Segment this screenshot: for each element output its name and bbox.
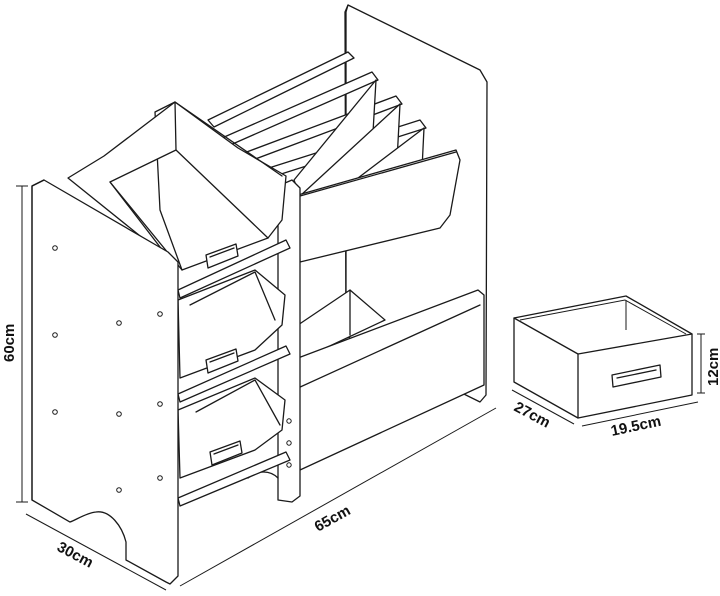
depth-dimension-line <box>25 513 167 591</box>
width-label: 65cm <box>312 502 354 535</box>
bin-height-label: 12cm <box>705 348 720 386</box>
bin-width-dimension-line <box>581 401 699 427</box>
bin-depth-dimension-line <box>511 389 575 425</box>
depth-label: 30cm <box>54 539 96 572</box>
height-label: 60cm <box>1 324 18 362</box>
bin-depth-label: 27cm <box>511 399 553 432</box>
bin-height-dimension-line <box>697 333 705 394</box>
bin-width-label: 19.5cm <box>609 413 662 440</box>
bin-bottom <box>177 377 286 479</box>
bin-middle <box>177 269 286 379</box>
left-side-panel <box>31 179 179 585</box>
width-dimension-line <box>179 407 497 587</box>
fabric-slings <box>293 79 461 263</box>
storage-box <box>513 295 693 419</box>
height-dimension-line <box>16 185 28 503</box>
shelf-rails <box>177 239 291 507</box>
bin-top <box>67 101 287 271</box>
